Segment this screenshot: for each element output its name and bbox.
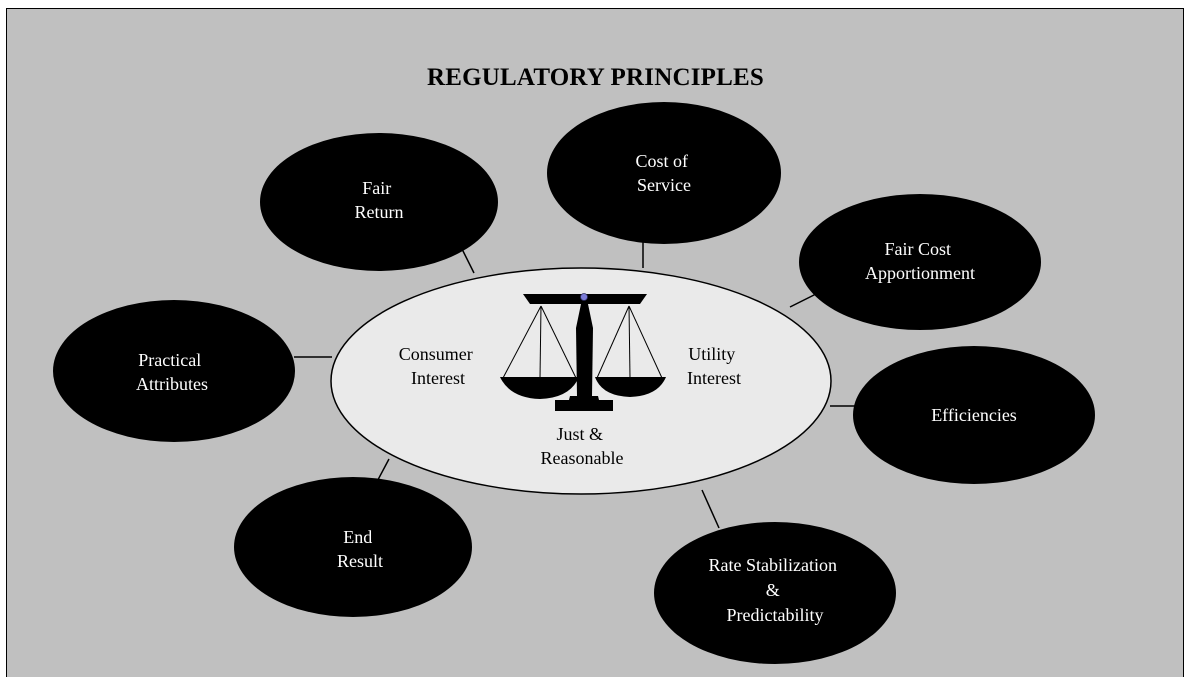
principle-practical-attributes: Practical Attributes xyxy=(53,300,295,442)
principle-oval xyxy=(799,194,1041,330)
principle-label: Practical Attributes xyxy=(136,350,208,394)
consumer-interest-label: Consumer Interest xyxy=(399,344,478,388)
principle-oval xyxy=(234,477,472,617)
principle-efficiencies: Efficiencies xyxy=(853,346,1095,484)
principle-fair-cost-apportionment: Fair Cost Apportionment xyxy=(799,194,1041,330)
principle-rate-stabilization: Rate Stabilization & Predictability xyxy=(654,522,896,664)
principle-label: Rate Stabilization & Predictability xyxy=(709,555,842,625)
principle-oval xyxy=(654,522,896,664)
diagram-title: REGULATORY PRINCIPLES xyxy=(427,64,764,91)
principle-cost-of-service: Cost of Service xyxy=(547,102,781,244)
principle-oval xyxy=(547,102,781,244)
principle-fair-return: Fair Return xyxy=(260,133,498,271)
principle-label: Cost of Service xyxy=(635,151,692,195)
principle-end-result: End Result xyxy=(234,477,472,617)
principle-label: Fair Return xyxy=(355,178,404,222)
utility-interest-label: Utility Interest xyxy=(687,344,741,388)
principle-label: Efficiencies xyxy=(931,405,1017,425)
just-reasonable-label: Just & Reasonable xyxy=(541,424,624,468)
principle-oval xyxy=(853,346,1095,484)
principle-oval xyxy=(53,300,295,442)
principle-oval xyxy=(260,133,498,271)
principle-label: Fair Cost Apportionment xyxy=(865,239,975,283)
principle-label: End Result xyxy=(337,527,383,571)
connector-rate-stabilization xyxy=(701,489,720,529)
scales-of-justice-icon xyxy=(500,293,666,411)
